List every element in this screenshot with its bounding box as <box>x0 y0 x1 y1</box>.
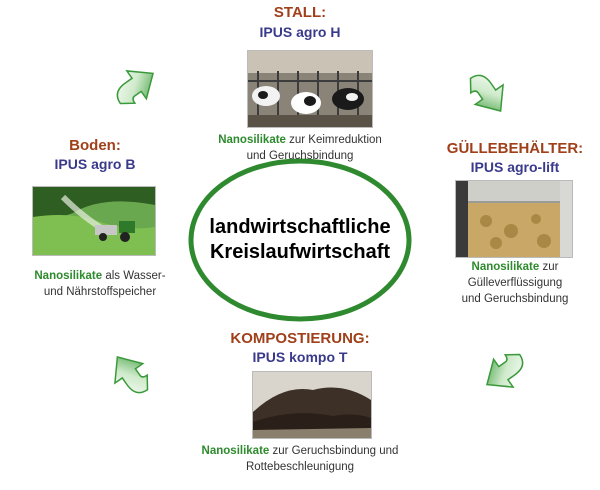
field-tractor-image-icon <box>33 187 155 255</box>
guelle-desc-line1: zur <box>539 261 559 273</box>
guelle-photo <box>455 180 573 258</box>
kompost-photo <box>252 371 372 439</box>
kompost-product: IPUS kompo T <box>252 349 348 365</box>
stall-title: STALL: <box>273 4 327 21</box>
stall-product: IPUS agro H <box>259 24 341 40</box>
stall-photo <box>247 50 373 128</box>
guelle-title: GÜLLEBEHÄLTER: <box>446 140 584 157</box>
kompost-desc-line2: Rottebeschleunigung <box>245 461 355 473</box>
guelle-desc-line3: und Geruchsbindung <box>461 293 569 305</box>
boden-highlight: Nanosilikate <box>34 270 103 282</box>
center-line-1: landwirtschaftliche <box>209 216 391 238</box>
cows-image-icon <box>248 51 372 127</box>
arrow-boden-to-stall-icon <box>116 70 154 105</box>
boden-product: IPUS agro B <box>54 156 136 172</box>
center-line-2: Kreislaufwirtschaft <box>209 241 391 263</box>
kompost-desc-line1: zur Geruchsbindung und <box>269 445 399 457</box>
kompost-title: KOMPOSTIERUNG: <box>230 330 370 347</box>
kompost-description: Nanosilikate zur Geruchsbindung und Rott… <box>180 443 420 475</box>
compost-image-icon <box>253 372 371 438</box>
center-label: landwirtschaftliche Kreislaufwirtschaft <box>200 215 400 265</box>
boden-photo <box>32 186 156 256</box>
slurry-tank-image-icon <box>456 181 572 257</box>
stall-description: Nanosilikate zur Keimreduktion und Geruc… <box>190 132 410 164</box>
boden-title: Boden: <box>69 137 121 154</box>
arrow-guelle-to-kompost-icon <box>486 353 524 388</box>
guelle-product: IPUS agro-lift <box>470 159 560 175</box>
stall-desc-line2: und Geruchsbindung <box>246 150 354 162</box>
stall-highlight: Nanosilikate <box>218 134 286 146</box>
arrow-stall-to-guelle-icon <box>469 74 504 112</box>
center-ellipse <box>188 158 412 322</box>
kompost-highlight: Nanosilikate <box>201 445 270 457</box>
guelle-description: Nanosilikate zur Gülleverflüssigung und … <box>440 259 590 307</box>
arrow-kompost-to-boden-icon <box>114 356 149 394</box>
guelle-highlight: Nanosilikate <box>471 261 540 273</box>
stall-desc-line1: zur Keimreduktion <box>285 134 382 146</box>
boden-desc-line1: als Wasser- <box>102 270 166 282</box>
boden-desc-line2: und Nährstoffspeicher <box>43 286 157 298</box>
boden-description: Nanosilikate als Wasser- und Nährstoffsp… <box>10 268 190 300</box>
guelle-desc-line2: Gülleverflüssigung <box>467 277 563 289</box>
